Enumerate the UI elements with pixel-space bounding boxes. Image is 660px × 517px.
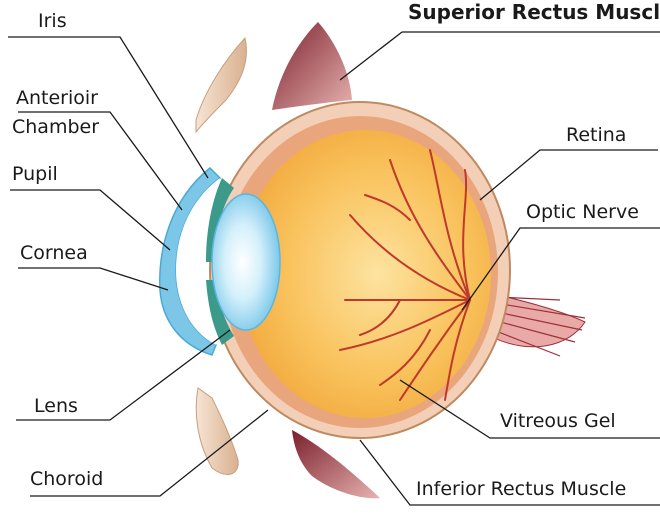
- superior-rectus-muscle: [272, 22, 352, 110]
- anterior-chamber-shape: [176, 178, 220, 345]
- lens-shape: [211, 193, 281, 331]
- label-choroid: Choroid: [30, 468, 103, 490]
- lower-eyelid: [195, 387, 239, 475]
- label-inferior-rectus-muscle: Inferior Rectus Muscle: [416, 478, 626, 500]
- label-anterior-chamber-line2: Chamber: [12, 116, 99, 138]
- inferior-rectus-muscle: [292, 430, 380, 499]
- label-anterior-chamber-line1: Anterioir: [16, 87, 98, 109]
- label-optic-nerve: Optic Nerve: [526, 201, 639, 223]
- upper-eyelid: [195, 36, 247, 134]
- retinal-blood-vessels: [339, 149, 471, 401]
- leader-lines: [8, 31, 660, 506]
- vitreous-gel: [239, 130, 491, 418]
- label-retina: Retina: [566, 124, 626, 146]
- label-iris: Iris: [38, 10, 67, 32]
- label-cornea: Cornea: [20, 242, 88, 264]
- label-superior-rectus-muscle: Superior Rectus Muscle: [408, 0, 660, 24]
- label-vitreous-gel: Vitreous Gel: [500, 410, 616, 432]
- iris-lower-shape: [206, 280, 234, 345]
- label-pupil: Pupil: [12, 163, 58, 185]
- label-lens: Lens: [34, 395, 78, 417]
